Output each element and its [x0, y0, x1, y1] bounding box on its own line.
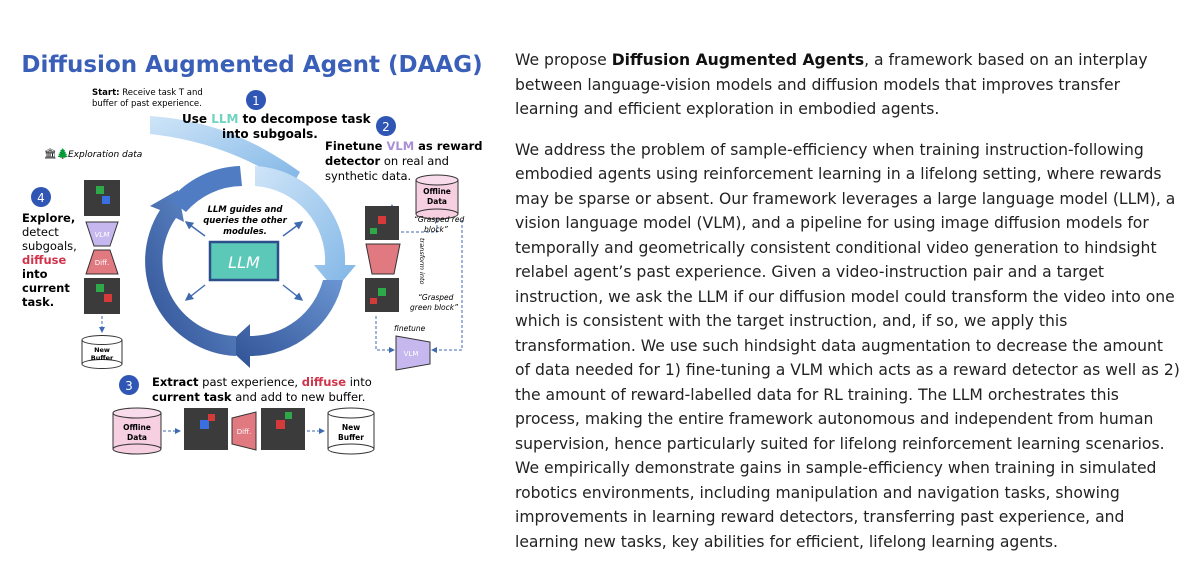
- svg-text:task.: task.: [22, 295, 54, 309]
- frame-green-block: [365, 278, 399, 312]
- exploration-icons: 🏛🌲: [44, 147, 69, 160]
- svg-text:VLM: VLM: [95, 231, 110, 239]
- figure-title: Diffusion Augmented Agent (DAAG): [21, 52, 482, 78]
- svg-text:Buffer: Buffer: [91, 354, 114, 362]
- step4-text: Explore, detect subgoals, diffuse into c…: [22, 211, 77, 309]
- step4-badge: [31, 187, 51, 207]
- frame-red-block: [365, 206, 399, 240]
- new-buffer-db-left: New Buffer: [81, 335, 123, 369]
- step3-line2: current task and add to new buffer.: [152, 390, 365, 404]
- svg-text:New: New: [94, 346, 110, 354]
- svg-text:subgoals,: subgoals,: [22, 239, 77, 253]
- svg-text:Data: Data: [427, 197, 447, 206]
- svg-text:Buffer: Buffer: [338, 433, 364, 442]
- step3-number: 3: [125, 379, 133, 393]
- svg-text:Explore,: Explore,: [22, 211, 75, 225]
- frame-left-bottom: [84, 278, 120, 314]
- step1-line1: Use LLM to decompose task: [182, 112, 372, 126]
- paragraph-intro: We propose Diffusion Augmented Agents, a…: [515, 51, 1148, 118]
- diff-block-right: [365, 243, 401, 275]
- finetune-label: finetune: [394, 324, 426, 333]
- grasped-green-label: “Grasped: [418, 293, 454, 302]
- svg-text:diffuse: diffuse: [22, 253, 67, 267]
- svg-text:New: New: [342, 423, 360, 432]
- frame-bottom-1: [184, 408, 228, 450]
- start-text: Start: Receive task T and: [92, 88, 203, 98]
- daag-diagram: Diffusion Augmented Agent (DAAG) Start: …: [21, 52, 483, 455]
- llm-box: [208, 240, 280, 282]
- center-text-3: modules.: [223, 227, 267, 237]
- svg-text:Offline: Offline: [123, 423, 151, 432]
- daag-figure: Diffusion Augmented Agent (DAAG) Start: …: [0, 0, 500, 542]
- exploration-label: Exploration data: [68, 150, 142, 160]
- offline-data-db-bottom: Offline Data: [112, 407, 162, 455]
- grasped-red-label-2: block”: [424, 225, 448, 234]
- svg-text:Diff.: Diff.: [95, 259, 109, 267]
- svg-text:into: into: [22, 267, 48, 281]
- cycle-arrow-left: [145, 190, 236, 356]
- step1-badge: [246, 90, 266, 110]
- step1-line2: into subgoals.: [222, 127, 318, 141]
- cycle-arrow-top: [170, 166, 242, 212]
- step4-number: 4: [37, 191, 45, 205]
- cycle-arrow-right: [255, 166, 356, 290]
- step2-line1: Finetune VLM as reward: [325, 139, 483, 153]
- center-text-2: queries the other: [203, 216, 287, 226]
- svg-text:Data: Data: [127, 433, 147, 442]
- step3-badge: [119, 375, 139, 395]
- vlm-block-right: VLM: [395, 335, 431, 371]
- grasped-red-label: “Grasped red: [414, 215, 465, 224]
- step2-badge: [376, 116, 396, 136]
- step3-line1: Extract past experience, diffuse into: [152, 375, 372, 389]
- llm-box-label: LLM: [228, 253, 260, 272]
- step1-number: 1: [252, 94, 260, 108]
- diff-block-left: Diff.: [85, 249, 119, 275]
- step2-line3: synthetic data.: [325, 169, 411, 183]
- step2-number: 2: [382, 120, 390, 134]
- svg-text:Offline: Offline: [423, 187, 451, 196]
- grasped-green-label-2: green block”: [410, 303, 458, 312]
- svg-text:detect: detect: [22, 225, 59, 239]
- start-arrow: [150, 116, 300, 186]
- frame-left-top: [84, 180, 120, 216]
- start-text-2: buffer of past experience.: [92, 99, 202, 109]
- cycle-arrow-bottom: [226, 280, 343, 368]
- new-buffer-db-bottom: New Buffer: [327, 407, 375, 455]
- svg-text:Diff.: Diff.: [237, 428, 251, 436]
- transform-into-label: transform into: [418, 238, 426, 285]
- diff-block-bottom: Diff.: [231, 411, 257, 451]
- offline-data-db-right: Offline Data: [415, 174, 459, 220]
- center-text-1: LLM guides and: [207, 205, 283, 215]
- svg-text:VLM: VLM: [404, 350, 419, 358]
- paragraph-body: We address the problem of sample-efficie…: [515, 140, 1180, 551]
- svg-text:current: current: [22, 281, 70, 295]
- abstract-text: We propose Diffusion Augmented Agents, a…: [515, 48, 1180, 570]
- frame-bottom-2: [261, 408, 305, 450]
- step2-line2: detector on real and: [325, 154, 449, 168]
- vlm-block-left: VLM: [85, 221, 119, 247]
